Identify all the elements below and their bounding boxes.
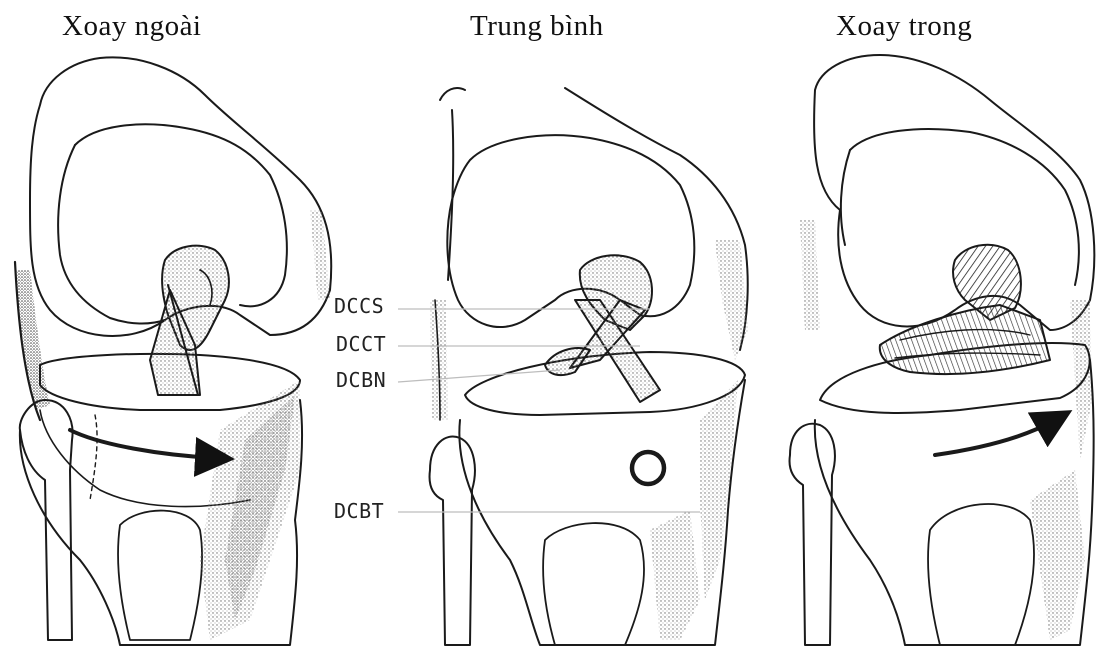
femur-middle [447,135,694,327]
label-dcbn: DCBN [336,369,386,391]
knee-external-rotation [15,57,331,645]
knee-internal-rotation [790,55,1095,645]
label-dcct: DCCT [336,333,386,355]
circle-marker [632,452,664,484]
femur-right [814,55,1094,330]
fibula-left [20,400,73,640]
fibula-right [790,424,835,645]
label-dccs: DCCS [334,295,384,317]
tibia-plateau-middle [465,352,745,415]
knee-neutral [430,88,748,645]
title-internal-rotation: Xoay trong [836,10,972,43]
fibula-middle [430,437,475,645]
title-external-rotation: Xoay ngoài [62,10,202,43]
label-dcbt: DCBT [334,500,384,522]
title-neutral: Trung bình [470,10,604,43]
